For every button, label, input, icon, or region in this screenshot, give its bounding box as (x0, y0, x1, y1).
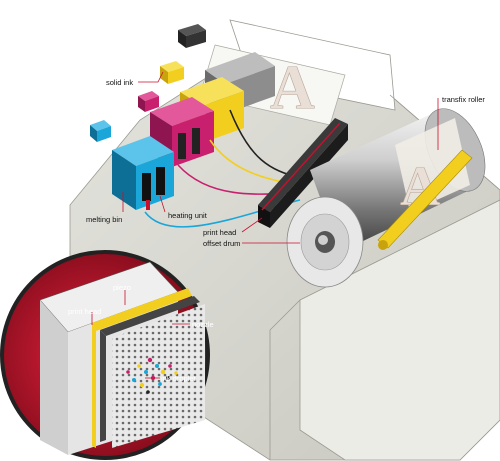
label-solid-ink: solid ink (106, 78, 133, 87)
melting-bins (112, 52, 275, 210)
label-pointers (91, 71, 439, 379)
label-ink-droplet: ink droplet (161, 374, 197, 383)
label-nozzle: nozzle (192, 320, 214, 329)
label-melting-bin: melting bin (86, 215, 122, 224)
label-transfix-roller: transfix roller (442, 95, 485, 104)
pointer-solid-ink (138, 71, 164, 83)
ink-stick-black-icon (178, 24, 206, 48)
pointer-heating-unit (159, 195, 166, 213)
print-head (258, 118, 348, 228)
transfix-roller (377, 149, 473, 250)
label-heating-unit: heating unit (168, 211, 208, 220)
solid-ink-sticks (90, 24, 206, 142)
pointer-print-head (241, 217, 263, 233)
labels: solid ink melting bin heating unit print… (68, 78, 485, 383)
label-offset-drum: offset drum (203, 239, 240, 248)
label-piezo: piezo (113, 283, 131, 292)
label-print-head: print head (203, 228, 236, 237)
ink-stick-yellow-icon (160, 61, 184, 84)
ink-stick-cyan-icon (90, 120, 111, 142)
label-inset-print-head: print head (68, 307, 101, 316)
bin-cyan (112, 136, 174, 210)
ink-droplets (126, 357, 178, 394)
print-head-inset (0, 250, 210, 460)
paper-letter: A (270, 54, 315, 122)
offset-drum: A (286, 108, 486, 288)
ink-stick-magenta-icon (138, 91, 159, 112)
